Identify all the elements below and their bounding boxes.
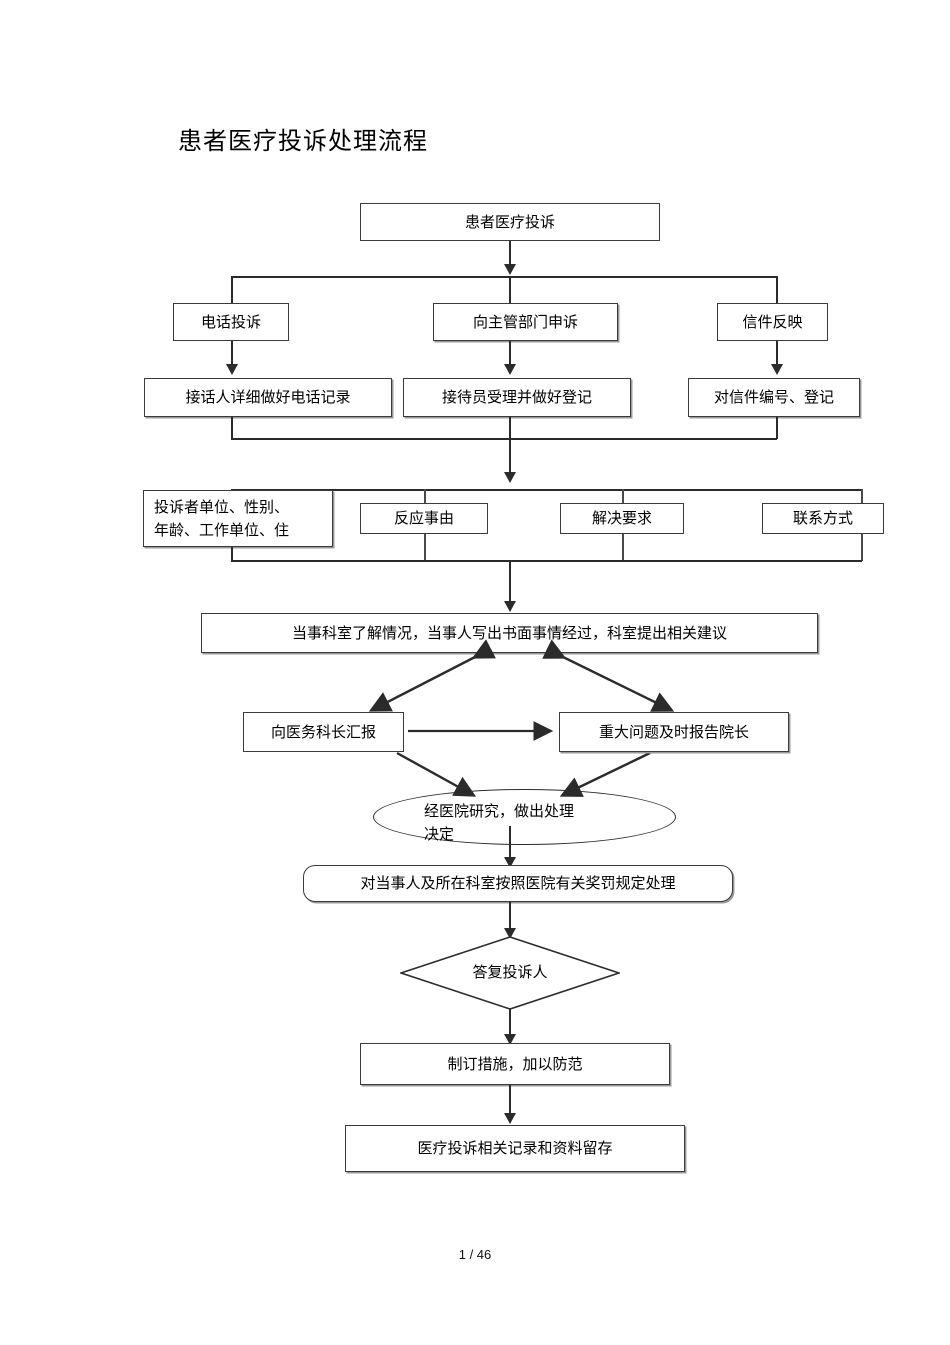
connector-letter-down bbox=[776, 341, 778, 367]
node-start-label: 患者医疗投诉 bbox=[464, 212, 555, 231]
connector-bus4-drop-3 bbox=[622, 489, 624, 503]
node-preventive-measures[interactable]: 制订措施，加以防范 bbox=[360, 1043, 670, 1085]
page-number-footer: 1 / 46 bbox=[458, 1247, 492, 1262]
arrowhead-penalty-down bbox=[504, 928, 516, 939]
node-channel-phone[interactable]: 电话投诉 bbox=[173, 303, 289, 341]
node-record-phone[interactable]: 接话人详细做好电话记录 bbox=[144, 378, 392, 417]
node-info-identity[interactable]: 投诉者单位、性别、 年龄、工作单位、住 bbox=[143, 490, 333, 547]
connector-bus-level1-left-drop bbox=[231, 276, 233, 303]
arrowhead-department-down bbox=[504, 364, 516, 375]
node-reply-complainant[interactable]: 答复投诉人 bbox=[400, 936, 620, 1010]
connector-bus4-drop-4 bbox=[861, 489, 863, 503]
arrowhead-decision-down bbox=[504, 857, 516, 868]
node-channel-department-label: 向主管部门申诉 bbox=[472, 312, 578, 331]
connector-record-phone-drop bbox=[231, 417, 233, 439]
node-hospital-decision[interactable] bbox=[373, 789, 676, 845]
node-channel-letter[interactable]: 信件反映 bbox=[717, 303, 828, 341]
node-archive-records-label: 医疗投诉相关记录和资料留存 bbox=[417, 1139, 613, 1157]
node-record-department-label: 接待员受理并做好登记 bbox=[441, 388, 592, 406]
node-penalty-handling-label: 对当事人及所在科室按照医院有关奖罚规定处理 bbox=[360, 874, 676, 892]
connector-start-down bbox=[509, 241, 511, 267]
arrowhead-measures-down bbox=[504, 1113, 516, 1124]
arrowhead-reply-down bbox=[504, 1034, 516, 1045]
node-channel-letter-label: 信件反映 bbox=[742, 312, 803, 331]
connector-bus-level1-right-drop bbox=[776, 276, 778, 303]
connector-info-drop-1 bbox=[231, 547, 233, 561]
connector-bus-level4 bbox=[231, 489, 862, 491]
arrowhead-to-investigate bbox=[504, 601, 516, 612]
node-report-medical-chief-label: 向医务科长汇报 bbox=[270, 722, 376, 741]
connector-bus4-drop-2 bbox=[424, 489, 426, 503]
node-department-investigate[interactable]: 当事科室了解情况，当事人写出书面事情经过，科室提出相关建议 bbox=[201, 613, 818, 653]
node-info-contact-label: 联系方式 bbox=[792, 509, 853, 527]
connector-to-investigate bbox=[509, 560, 511, 607]
node-info-request-label: 解决要求 bbox=[591, 509, 652, 527]
node-report-medical-chief[interactable]: 向医务科长汇报 bbox=[243, 712, 404, 752]
node-record-letter-label: 对信件编号、登记 bbox=[713, 388, 834, 406]
node-reply-complainant-label: 答复投诉人 bbox=[472, 963, 548, 981]
connector-bus-level1 bbox=[231, 276, 777, 278]
node-archive-records[interactable]: 医疗投诉相关记录和资料留存 bbox=[345, 1125, 685, 1172]
node-info-request[interactable]: 解决要求 bbox=[560, 503, 684, 534]
node-report-president-label: 重大问题及时报告院长 bbox=[598, 722, 749, 741]
node-info-identity-label: 投诉者单位、性别、 年龄、工作单位、住 bbox=[154, 497, 290, 539]
connector-decision-down bbox=[509, 826, 511, 864]
connector-merge-bus-level4 bbox=[231, 560, 862, 562]
node-channel-department[interactable]: 向主管部门申诉 bbox=[433, 303, 618, 341]
node-report-president[interactable]: 重大问题及时报告院长 bbox=[559, 712, 789, 752]
connector-info-drop-4 bbox=[861, 534, 863, 561]
connector-merge-bus bbox=[231, 438, 777, 440]
node-channel-phone-label: 电话投诉 bbox=[200, 312, 261, 331]
page-title: 患者医疗投诉处理流程 bbox=[178, 127, 428, 155]
node-info-contact[interactable]: 联系方式 bbox=[762, 503, 884, 534]
connector-penalty-down bbox=[509, 902, 511, 935]
node-start[interactable]: 患者医疗投诉 bbox=[360, 203, 660, 241]
node-record-phone-label: 接话人详细做好电话记录 bbox=[185, 388, 351, 406]
connector-record-letter-drop bbox=[776, 417, 778, 439]
node-department-investigate-label: 当事科室了解情况，当事人写出书面事情经过，科室提出相关建议 bbox=[291, 623, 727, 642]
arrowhead-to-info-bus bbox=[504, 472, 516, 483]
connector-measures-down bbox=[509, 1085, 511, 1120]
connector-info-drop-2 bbox=[424, 534, 426, 561]
connector-info-drop-3 bbox=[622, 534, 624, 561]
node-record-department[interactable]: 接待员受理并做好登记 bbox=[403, 378, 631, 417]
node-info-reason[interactable]: 反应事由 bbox=[360, 503, 488, 534]
connector-phone-down bbox=[231, 341, 233, 367]
connector-record-department-down bbox=[509, 417, 511, 477]
connector-bus-level1-mid-drop bbox=[509, 276, 511, 303]
node-preventive-measures-label: 制订措施，加以防范 bbox=[447, 1054, 583, 1073]
connector-reply-down bbox=[509, 1009, 511, 1041]
node-hospital-decision-label: 经医院研究，做出处理 决定 bbox=[424, 802, 575, 843]
arrowhead-letter-down bbox=[771, 364, 783, 375]
connector-department-down bbox=[509, 341, 511, 367]
arrowhead-phone-down bbox=[226, 364, 238, 375]
node-penalty-handling[interactable]: 对当事人及所在科室按照医院有关奖罚规定处理 bbox=[303, 865, 733, 902]
arrowhead-start-down bbox=[504, 264, 516, 275]
node-record-letter[interactable]: 对信件编号、登记 bbox=[688, 378, 860, 417]
node-info-reason-label: 反应事由 bbox=[393, 509, 454, 527]
